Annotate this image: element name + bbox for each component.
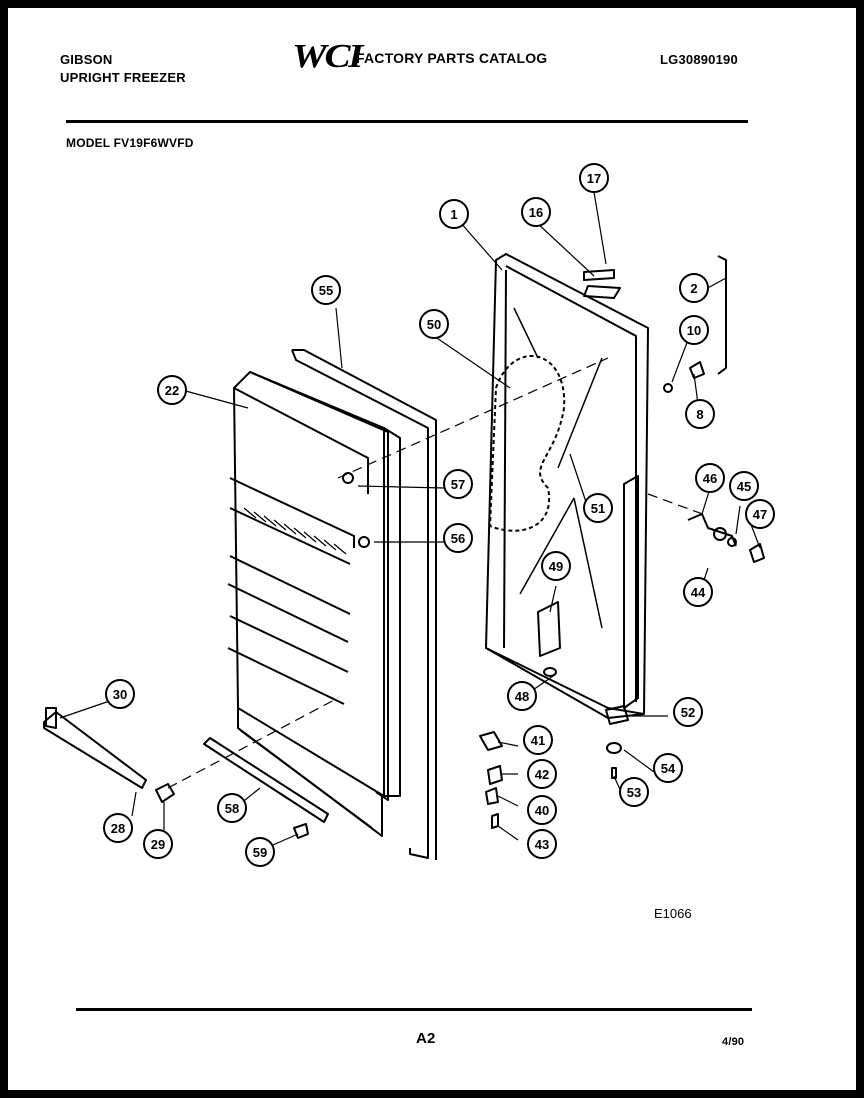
door-gasket-55 xyxy=(291,349,429,859)
callout-30: 30 xyxy=(113,687,127,702)
callout-29: 29 xyxy=(151,837,165,852)
kick-plate-58 xyxy=(203,737,329,823)
screw-59 xyxy=(293,823,309,839)
callout-49: 49 xyxy=(549,559,563,574)
callout-22: 22 xyxy=(165,383,179,398)
callout-2: 2 xyxy=(690,281,697,296)
callout-58: 58 xyxy=(225,801,239,816)
wci-logo: WCI xyxy=(292,38,363,75)
bushing-54 xyxy=(606,742,622,754)
hinge-pin-30 xyxy=(45,707,57,729)
revision-date: 4/90 xyxy=(722,1036,745,1048)
plug-56 xyxy=(358,536,370,548)
exploded-parts-diagram: 1 2 8 10 16 17 22 28 29 30 40 41 42 43 4… xyxy=(43,163,775,921)
screw-53 xyxy=(611,767,617,779)
callout-43: 43 xyxy=(535,837,549,852)
plug-52 xyxy=(605,705,629,725)
bracket-49 xyxy=(537,601,561,657)
callout-41: 41 xyxy=(531,733,545,748)
product-type: UPRIGHT FREEZER xyxy=(60,70,186,85)
figure-code: E1066 xyxy=(654,906,692,921)
trim-16 xyxy=(583,269,615,281)
callout-8: 8 xyxy=(696,407,703,422)
outer-door-panel xyxy=(237,708,383,837)
callout-16: 16 xyxy=(529,205,543,220)
callout-28: 28 xyxy=(111,821,125,836)
callout-57: 57 xyxy=(451,477,465,492)
spacer-40 xyxy=(485,787,499,805)
callout-46: 46 xyxy=(703,471,717,486)
header-rule xyxy=(66,120,748,123)
hinge-assembly-44 xyxy=(687,513,737,547)
page-label: A2 xyxy=(416,1030,436,1047)
callout-44: 44 xyxy=(691,585,706,600)
hinge-bracket-28 xyxy=(43,711,147,789)
callout-48: 48 xyxy=(515,689,529,704)
plug-57 xyxy=(342,472,354,484)
insulation-50 xyxy=(489,355,566,532)
model-number: MODEL FV19F6WVFD xyxy=(66,136,194,150)
callout-51: 51 xyxy=(591,501,605,516)
callout-40: 40 xyxy=(535,803,549,818)
leveler-42 xyxy=(487,765,503,785)
callout-50: 50 xyxy=(427,317,441,332)
callout-10: 10 xyxy=(687,323,701,338)
callout-17: 17 xyxy=(587,171,601,186)
callout-56: 56 xyxy=(451,531,465,546)
footer-rule xyxy=(76,1008,752,1011)
callout-42: 42 xyxy=(535,767,549,782)
callout-47: 47 xyxy=(753,507,767,522)
brand-name: GIBSON xyxy=(60,52,113,67)
hinge-clip-29 xyxy=(155,783,175,803)
inner-door-liner xyxy=(233,371,385,797)
callout-54: 54 xyxy=(661,761,676,776)
catalog-title: FACTORY PARTS CATALOG xyxy=(356,50,548,66)
callout-1: 1 xyxy=(450,207,457,222)
callout-53: 53 xyxy=(627,785,641,800)
screw-43 xyxy=(491,813,499,829)
foot-41 xyxy=(479,731,503,751)
callout-52: 52 xyxy=(681,705,695,720)
callout-59: 59 xyxy=(253,845,267,860)
screw-10 xyxy=(663,383,673,393)
trim-17 xyxy=(583,285,621,299)
catalog-number: LG30890190 xyxy=(660,52,738,67)
callout-55: 55 xyxy=(319,283,333,298)
plug-48 xyxy=(543,667,557,677)
clip-8 xyxy=(689,361,705,379)
parts-catalog-page: GIBSON UPRIGHT FREEZER WCI FACTORY PARTS… xyxy=(8,8,856,1090)
rod-2 xyxy=(717,255,727,375)
callout-45: 45 xyxy=(737,479,751,494)
